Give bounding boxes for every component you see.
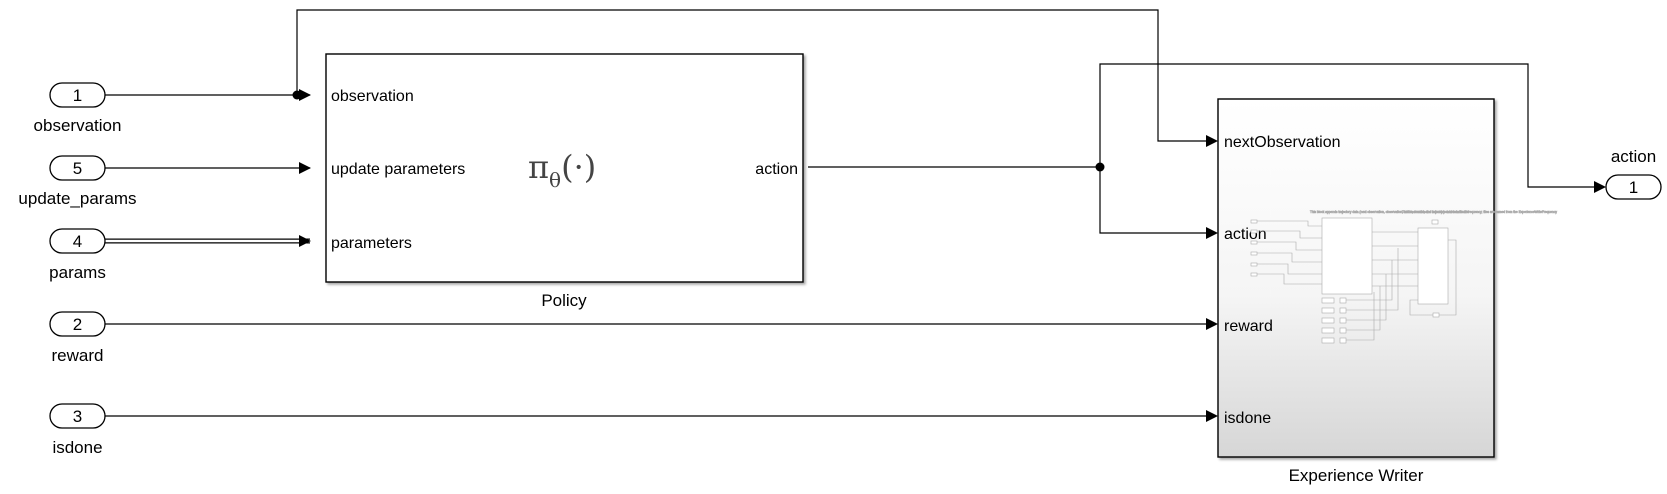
preview-small-block [1321, 307, 1335, 314]
outport-label: action [1611, 147, 1656, 166]
preview-inport [1250, 262, 1258, 267]
policy-symbol-pi: π [528, 148, 549, 186]
policy-block[interactable]: observation update parameters parameters… [325, 53, 804, 283]
preview-inport [1250, 272, 1258, 277]
arrowhead [299, 162, 311, 174]
preview-inport [1250, 229, 1258, 234]
arrowhead [1206, 135, 1218, 147]
signal-action-to-outport[interactable] [1099, 63, 1600, 188]
inport-label: reward [52, 346, 104, 365]
inport-number: 1 [73, 86, 82, 105]
inport-isdone[interactable]: 3 isdone [49, 403, 106, 457]
policy-input-parameters: parameters [331, 235, 412, 252]
inport-number: 3 [73, 407, 82, 426]
inport-number: 5 [73, 159, 82, 178]
policy-input-observation: observation [331, 88, 414, 105]
preview-inport [1250, 240, 1258, 245]
preview-note-left: This block appends trajectory data (next… [1310, 210, 1470, 214]
experience-writer-block-name: Experience Writer [1289, 466, 1424, 485]
writer-input-nextobservation: nextObservation [1224, 134, 1341, 151]
preview-small-block [1339, 307, 1347, 314]
preview-inport [1250, 219, 1258, 224]
preview-writer-block [1417, 227, 1449, 305]
arrowhead [1594, 181, 1606, 193]
policy-output-action: action [755, 161, 798, 178]
arrowhead [299, 235, 311, 247]
branch-point-action [1095, 162, 1105, 172]
preview-small-block [1339, 327, 1347, 334]
arrowhead [1206, 410, 1218, 422]
writer-input-action: action [1224, 226, 1267, 243]
inport-update-params[interactable]: 5 update_params [18, 155, 137, 208]
policy-input-update-parameters: update parameters [331, 161, 465, 178]
inport-label: observation [34, 116, 122, 135]
preview-small-block [1321, 317, 1335, 324]
preview-note-right: This block writes the trajectory data to… [1402, 210, 1557, 214]
inport-reward[interactable]: 2 reward [49, 311, 106, 365]
outport-action[interactable]: 1 action [1605, 147, 1662, 200]
inport-observation[interactable]: 1 observation [34, 82, 122, 135]
experience-writer-block[interactable]: nextObservation action reward isdone Thi… [1217, 98, 1558, 458]
writer-input-isdone: isdone [1224, 410, 1271, 427]
preview-main-block [1321, 217, 1373, 295]
arrowhead [1206, 227, 1218, 239]
arrowhead [1206, 318, 1218, 330]
preview-small-block [1339, 297, 1347, 304]
signal-lines [105, 9, 1600, 417]
policy-symbol-theta: θ [549, 168, 561, 192]
preview-const [1432, 312, 1440, 318]
signal-observation-to-nextobservation[interactable] [296, 9, 1206, 142]
inport-number: 2 [73, 315, 82, 334]
preview-small-block [1321, 327, 1335, 334]
policy-symbol: πθ(·) [528, 148, 596, 192]
inport-label: params [49, 263, 106, 282]
inport-number: 4 [73, 232, 82, 251]
preview-small-block [1321, 297, 1335, 304]
writer-input-reward: reward [1224, 318, 1273, 335]
inport-label: update_params [18, 189, 136, 208]
policy-symbol-arg: (·) [561, 148, 596, 186]
outport-number: 1 [1629, 178, 1638, 197]
preview-small-block [1339, 317, 1347, 324]
preview-small-block [1321, 337, 1335, 344]
policy-block-name: Policy [541, 291, 587, 310]
preview-inport [1250, 251, 1258, 256]
preview-const [1431, 219, 1439, 225]
arrowhead [299, 89, 311, 101]
signal-action-to-writer[interactable] [1099, 167, 1206, 234]
inport-params[interactable]: 4 params [49, 228, 106, 282]
arrowheads [299, 89, 1606, 422]
preview-small-block [1339, 337, 1347, 344]
writer-subsystem-preview: This block appends trajectory data (next… [1250, 210, 1558, 344]
inport-label: isdone [52, 438, 102, 457]
